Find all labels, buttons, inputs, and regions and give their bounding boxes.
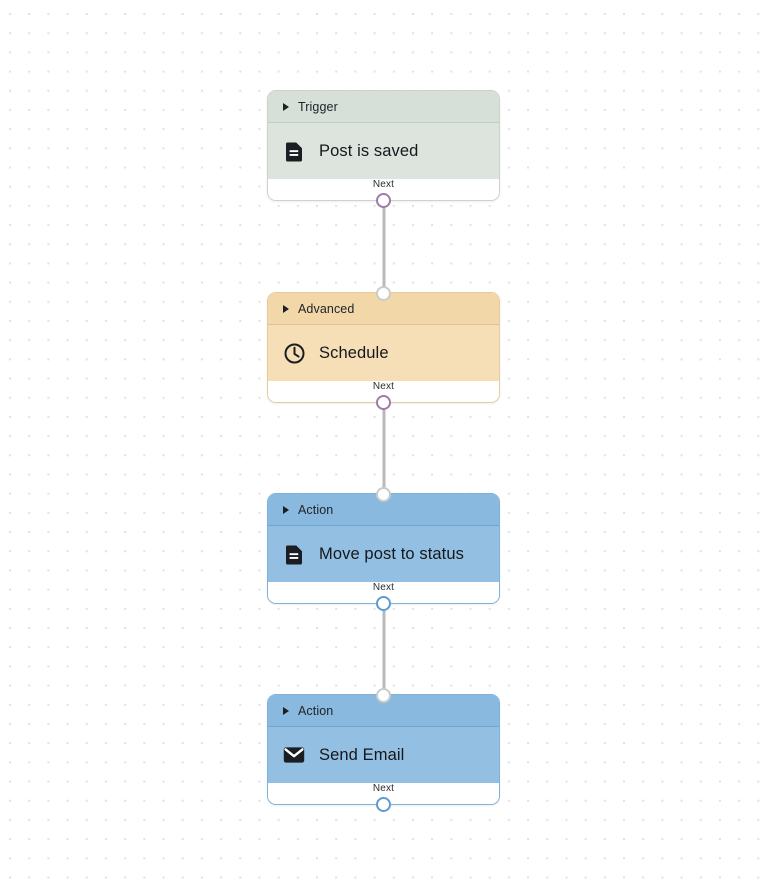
node-body-action-move-post[interactable]: Move post to status bbox=[268, 526, 499, 582]
output-port-action-send-email[interactable] bbox=[376, 796, 391, 812]
node-footer-advanced: Next bbox=[268, 381, 499, 402]
input-port-advanced[interactable] bbox=[376, 285, 391, 301]
node-footer-action-send-email: Next bbox=[268, 783, 499, 804]
node-divider bbox=[268, 122, 499, 123]
workflow-node-trigger[interactable]: Trigger Post is saved Next bbox=[267, 90, 500, 208]
document-icon bbox=[283, 140, 305, 162]
node-body-trigger[interactable]: Post is saved bbox=[268, 123, 499, 179]
node-header-trigger[interactable]: Trigger bbox=[268, 91, 499, 122]
node-title: Move post to status bbox=[319, 544, 464, 563]
node-type-label: Action bbox=[298, 703, 334, 718]
next-label: Next bbox=[372, 783, 395, 794]
output-port-advanced[interactable] bbox=[376, 394, 391, 410]
envelope-icon bbox=[283, 744, 305, 766]
output-port-trigger[interactable] bbox=[376, 192, 391, 208]
node-divider bbox=[268, 726, 499, 727]
chevron-right-icon[interactable] bbox=[283, 505, 289, 514]
node-body-action-send-email[interactable]: Send Email bbox=[268, 727, 499, 783]
node-footer-trigger: Next bbox=[268, 179, 499, 200]
node-footer-action-move-post: Next bbox=[268, 582, 499, 603]
document-icon bbox=[283, 543, 305, 565]
node-title: Post is saved bbox=[319, 141, 419, 160]
chevron-right-icon[interactable] bbox=[283, 706, 289, 715]
node-type-label: Advanced bbox=[298, 301, 355, 316]
node-header-action-move-post[interactable]: Action bbox=[268, 494, 499, 525]
node-divider bbox=[268, 324, 499, 325]
workflow-node-action-move-post[interactable]: Action Move post to status Next bbox=[267, 486, 500, 611]
next-label: Next bbox=[372, 179, 395, 190]
node-type-label: Trigger bbox=[298, 99, 338, 114]
input-port-action-send-email[interactable] bbox=[376, 687, 391, 703]
node-title: Schedule bbox=[319, 343, 389, 362]
clock-icon bbox=[283, 342, 305, 364]
output-port-action-move-post[interactable] bbox=[376, 595, 391, 611]
node-divider bbox=[268, 525, 499, 526]
node-body-advanced[interactable]: Schedule bbox=[268, 325, 499, 381]
chevron-right-icon[interactable] bbox=[283, 304, 289, 313]
input-port-action-move-post[interactable] bbox=[376, 486, 391, 502]
chevron-right-icon[interactable] bbox=[283, 102, 289, 111]
workflow-node-action-send-email[interactable]: Action Send Email Next bbox=[267, 687, 500, 812]
node-title: Send Email bbox=[319, 745, 405, 764]
node-header-action-send-email[interactable]: Action bbox=[268, 695, 499, 726]
workflow-node-advanced[interactable]: Advanced Schedule Next bbox=[267, 285, 500, 410]
node-type-label: Action bbox=[298, 502, 334, 517]
next-label: Next bbox=[372, 582, 395, 593]
next-label: Next bbox=[372, 381, 395, 392]
